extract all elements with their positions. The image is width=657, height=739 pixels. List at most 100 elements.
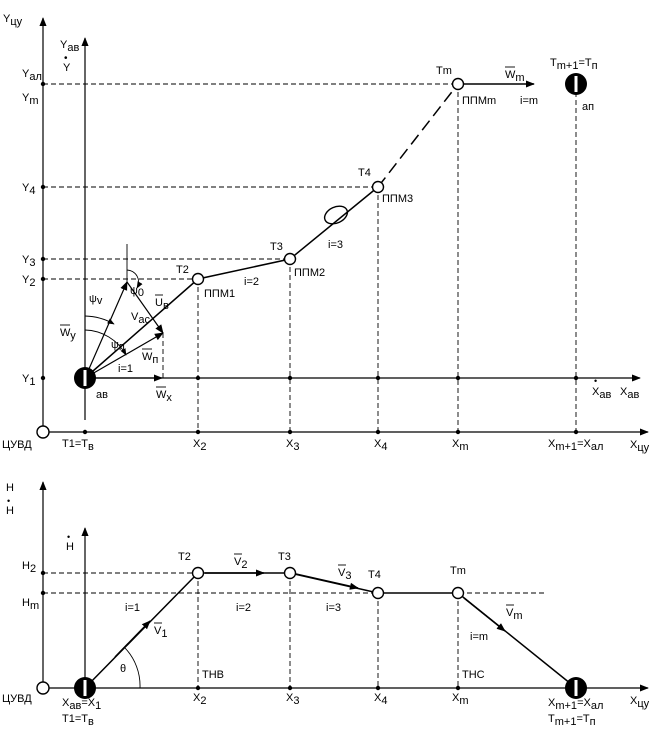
label-wx: Wx	[156, 389, 172, 404]
departure-aerodrome-icon	[74, 677, 96, 699]
dot-mark: •	[64, 53, 68, 64]
waypoint-b-t4	[371, 586, 385, 600]
vac-vector	[84, 281, 128, 379]
tick-dot	[573, 429, 579, 435]
angle-psi-n-arc	[84, 329, 127, 356]
label-b-t4: T4	[368, 569, 381, 581]
bx-tick-label: Xm	[452, 692, 469, 707]
tick-dot	[195, 375, 201, 381]
theta-arc	[124, 647, 141, 689]
y-tick-label: Y2	[22, 274, 35, 289]
labels: Yцу Yав Y • Xцу Xав • Xав ЦУВД Yал Ym Y4…	[2, 13, 650, 728]
leg-label: i=3	[328, 239, 343, 251]
angle-psi-v-arc	[84, 315, 115, 325]
x-tick-label: Xm	[452, 438, 469, 453]
label-wp: Wп	[142, 351, 158, 366]
leg-label: i=2	[236, 602, 251, 614]
waypoint-b-t3	[283, 566, 297, 580]
h-tick-label: H2	[22, 560, 36, 575]
tick-dot	[287, 685, 293, 691]
tick-dot	[82, 429, 88, 435]
leg-label: i=2	[244, 276, 259, 288]
tick-dot	[455, 429, 461, 435]
angle-psi-0-label: ψ0	[130, 285, 144, 299]
y-cu-axis-label: Yцу	[3, 13, 23, 28]
x-tick-label: T1=Tв	[62, 438, 94, 453]
tick-dot	[287, 429, 293, 435]
label-b-t2: T2	[178, 551, 191, 563]
label-ppm3: ППМ3	[382, 193, 413, 205]
label-t4: T4	[358, 167, 371, 179]
h-tick-label: Hm	[22, 597, 39, 612]
x-tick-label: X3	[286, 438, 299, 453]
label-vac: Vас	[131, 311, 150, 326]
angle-psi-0-arc	[126, 269, 143, 289]
x-tick-label: X2	[193, 438, 206, 453]
label-al: ап	[582, 101, 594, 113]
holding-pattern-icon	[323, 205, 349, 225]
bottom-x-axis-label: Xцу	[630, 695, 650, 710]
landing-aerodrome-icon	[565, 73, 587, 95]
y-tick-label: Ym	[22, 92, 39, 107]
tick-dot	[40, 184, 46, 190]
tick-dot	[375, 685, 381, 691]
bx-tick-label: Xав=X1	[62, 697, 101, 712]
h-dot2-axis-label: H	[66, 541, 74, 553]
label-ppm1: ППМ1	[204, 288, 235, 300]
dot-mark: •	[7, 496, 10, 506]
origin-label: ЦУВД	[2, 439, 32, 451]
h-axis-label: H	[6, 482, 14, 494]
top-route-dashed	[377, 83, 459, 188]
x-av-dot-label: Xав	[592, 386, 611, 401]
y-tick-label: Y4	[22, 182, 35, 197]
label-t3: T3	[270, 241, 283, 253]
t1-label: T1=Tв	[62, 713, 94, 728]
label-vm: Vm	[506, 607, 523, 622]
origin-marker-bottom	[36, 681, 50, 695]
waypoint-t2	[191, 272, 205, 286]
label-tm: Tm	[436, 65, 452, 77]
tick-dot	[455, 375, 461, 381]
label-v2: V2	[234, 556, 247, 571]
leg-label: i=m	[470, 631, 488, 643]
v3-vector	[295, 573, 359, 590]
dot-mark: •	[594, 376, 597, 386]
dot-mark: •	[67, 532, 70, 542]
tick-dot	[455, 685, 461, 691]
tick-dot	[40, 276, 46, 282]
label-av: ав	[96, 389, 108, 401]
tick-dot	[40, 375, 46, 381]
tick-dot	[195, 429, 201, 435]
y-tick-label: Y3	[22, 254, 35, 269]
bottom-origin-label: ЦУВД	[2, 693, 32, 705]
y-tick-label: Yал	[22, 68, 42, 83]
origin-marker	[36, 425, 50, 439]
bx-tick-label: Xm+1=Xал	[548, 697, 603, 712]
label-v1: V1	[154, 625, 167, 640]
ub-vector	[126, 281, 164, 334]
waypoint-t3	[283, 252, 297, 266]
label-b-t3: T3	[278, 551, 291, 563]
label-ppm2: ППМ2	[294, 267, 325, 279]
waypoint-t4	[371, 180, 385, 194]
leg-label: i=1	[125, 602, 140, 614]
waypoint-b-tm	[451, 586, 465, 600]
tick-dot	[375, 429, 381, 435]
tick-dot	[40, 570, 46, 576]
h-dot-axis-label: H	[6, 505, 14, 517]
waypoint-tm	[451, 77, 465, 91]
x-tick-label: X4	[374, 438, 387, 453]
marker-tns: ТНС	[462, 669, 485, 681]
vm-vector	[463, 597, 506, 632]
x-av-axis-label: Xав	[620, 386, 639, 401]
label-b-tm: Tm	[450, 565, 466, 577]
tick-dot	[40, 256, 46, 262]
marker-tnv: ТНВ	[202, 669, 224, 681]
y-dot-axis-label: Y	[63, 62, 71, 74]
tick-dot	[40, 590, 46, 596]
waypoint-b-t2	[191, 566, 205, 580]
top-route-path	[84, 186, 379, 379]
y-av-axis-label: Yав	[60, 39, 79, 54]
bx-tick-label: X2	[193, 692, 206, 707]
